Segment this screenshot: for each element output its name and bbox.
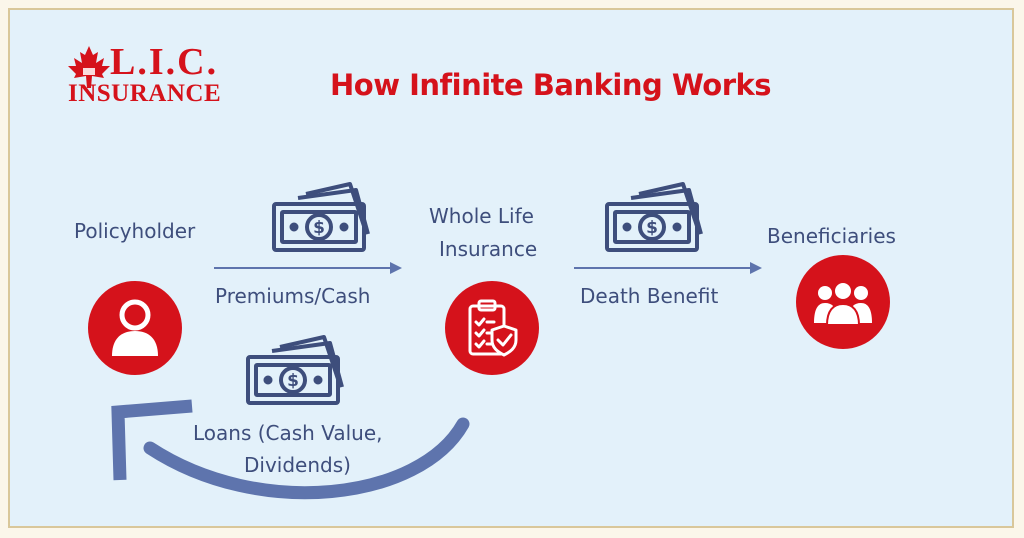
- death-benefit-arrow: [574, 262, 762, 274]
- clipboard-shield-icon: [468, 299, 518, 357]
- maple-leaf-icon: [68, 46, 110, 88]
- premiums-cash-label: Premiums/Cash: [215, 284, 371, 308]
- money-bills-icon: $: [605, 182, 703, 252]
- loans-label-line2: Dividends): [244, 453, 351, 477]
- loans-label-line1: Loans (Cash Value,: [193, 421, 383, 445]
- svg-text:$: $: [646, 218, 658, 238]
- beneficiaries-node: [796, 255, 890, 349]
- logo-text-lic: L.I.C.: [110, 41, 219, 83]
- lic-insurance-logo: L.I.C. INSURANCE: [66, 40, 236, 112]
- svg-text:$: $: [287, 371, 299, 391]
- policyholder-label: Policyholder: [74, 219, 196, 243]
- premiums-arrow: [214, 262, 402, 274]
- group-icon: [814, 281, 872, 326]
- beneficiaries-label: Beneficiaries: [767, 224, 896, 248]
- whole-life-label-line2: Insurance: [439, 237, 538, 261]
- page-title: How Infinite Banking Works: [330, 68, 772, 102]
- money-bills-icon: $: [272, 182, 370, 252]
- user-icon: [112, 299, 158, 356]
- money-bills-icon: $: [246, 335, 344, 405]
- logo-text-insurance: INSURANCE: [68, 80, 222, 107]
- policyholder-node: [88, 281, 182, 375]
- death-benefit-label: Death Benefit: [580, 284, 719, 308]
- svg-text:$: $: [313, 218, 325, 238]
- whole-life-insurance-node: [445, 281, 539, 375]
- whole-life-label-line1: Whole Life: [429, 204, 534, 228]
